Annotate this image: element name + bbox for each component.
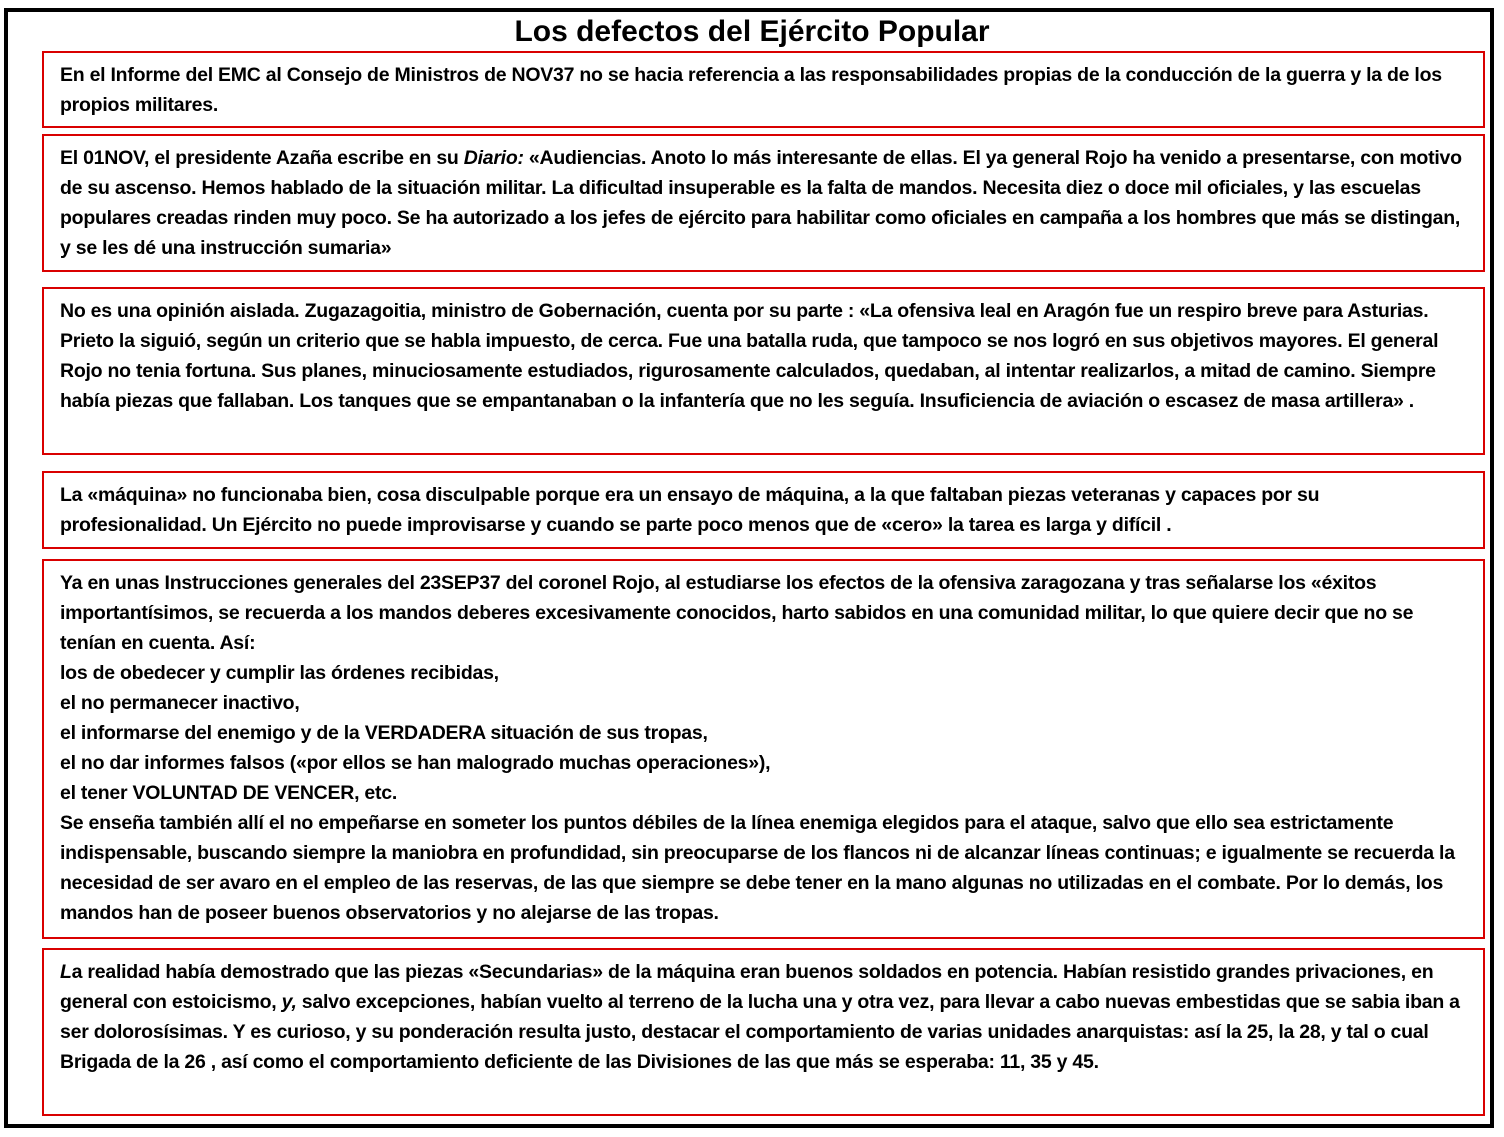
page-title: Los defectos del Ejército Popular xyxy=(514,15,990,48)
list-item: el tener VOLUNTAD DE VENCER, etc. xyxy=(60,782,398,804)
text-post: «Audiencias. Anoto lo más interesante de… xyxy=(60,147,1462,259)
list-item: el no dar informes falsos («por ellos se… xyxy=(60,752,771,774)
box-text: No es una opinión aislada. Zugazagoitia,… xyxy=(60,300,1439,412)
text-italic-diario: Diario: xyxy=(463,147,524,169)
text-box-maquina: La «máquina» no funcionaba bien, cosa di… xyxy=(42,471,1485,549)
text-box-informe: En el Informe del EMC al Consejo de Mini… xyxy=(42,51,1485,128)
box-text: La realidad había demostrado que las pie… xyxy=(60,957,1467,1077)
text-part-a: a realidad había demostrado que las piez… xyxy=(60,961,1434,1013)
list-item: los de obedecer y cumplir las órdenes re… xyxy=(60,662,499,684)
box-outro: Se enseña también allí el no empeñarse e… xyxy=(60,812,1455,924)
box-text: El 01NOV, el presidente Azaña escribe en… xyxy=(60,143,1467,263)
text-box-realidad: La realidad había demostrado que las pie… xyxy=(42,948,1485,1116)
text-pre: El 01NOV, el presidente Azaña escribe en… xyxy=(60,147,464,169)
list-item: el informarse del enemigo y de la VERDAD… xyxy=(60,722,708,744)
slide-frame xyxy=(4,8,1494,1128)
text-part-b: salvo excepciones, habían vuelto al terr… xyxy=(60,991,1460,1073)
text-italic-initial: L xyxy=(60,961,72,983)
text-box-instrucciones: Ya en unas Instrucciones generales del 2… xyxy=(42,559,1485,939)
box-intro: Ya en unas Instrucciones generales del 2… xyxy=(60,572,1414,654)
list-item: el no permanecer inactivo, xyxy=(60,692,300,714)
box-text: La «máquina» no funcionaba bien, cosa di… xyxy=(60,484,1320,536)
box-text: En el Informe del EMC al Consejo de Mini… xyxy=(60,64,1442,116)
text-italic-y: y, xyxy=(281,991,297,1013)
text-box-azana: El 01NOV, el presidente Azaña escribe en… xyxy=(42,134,1485,272)
text-box-zugazagoitia: No es una opinión aislada. Zugazagoitia,… xyxy=(42,287,1485,455)
